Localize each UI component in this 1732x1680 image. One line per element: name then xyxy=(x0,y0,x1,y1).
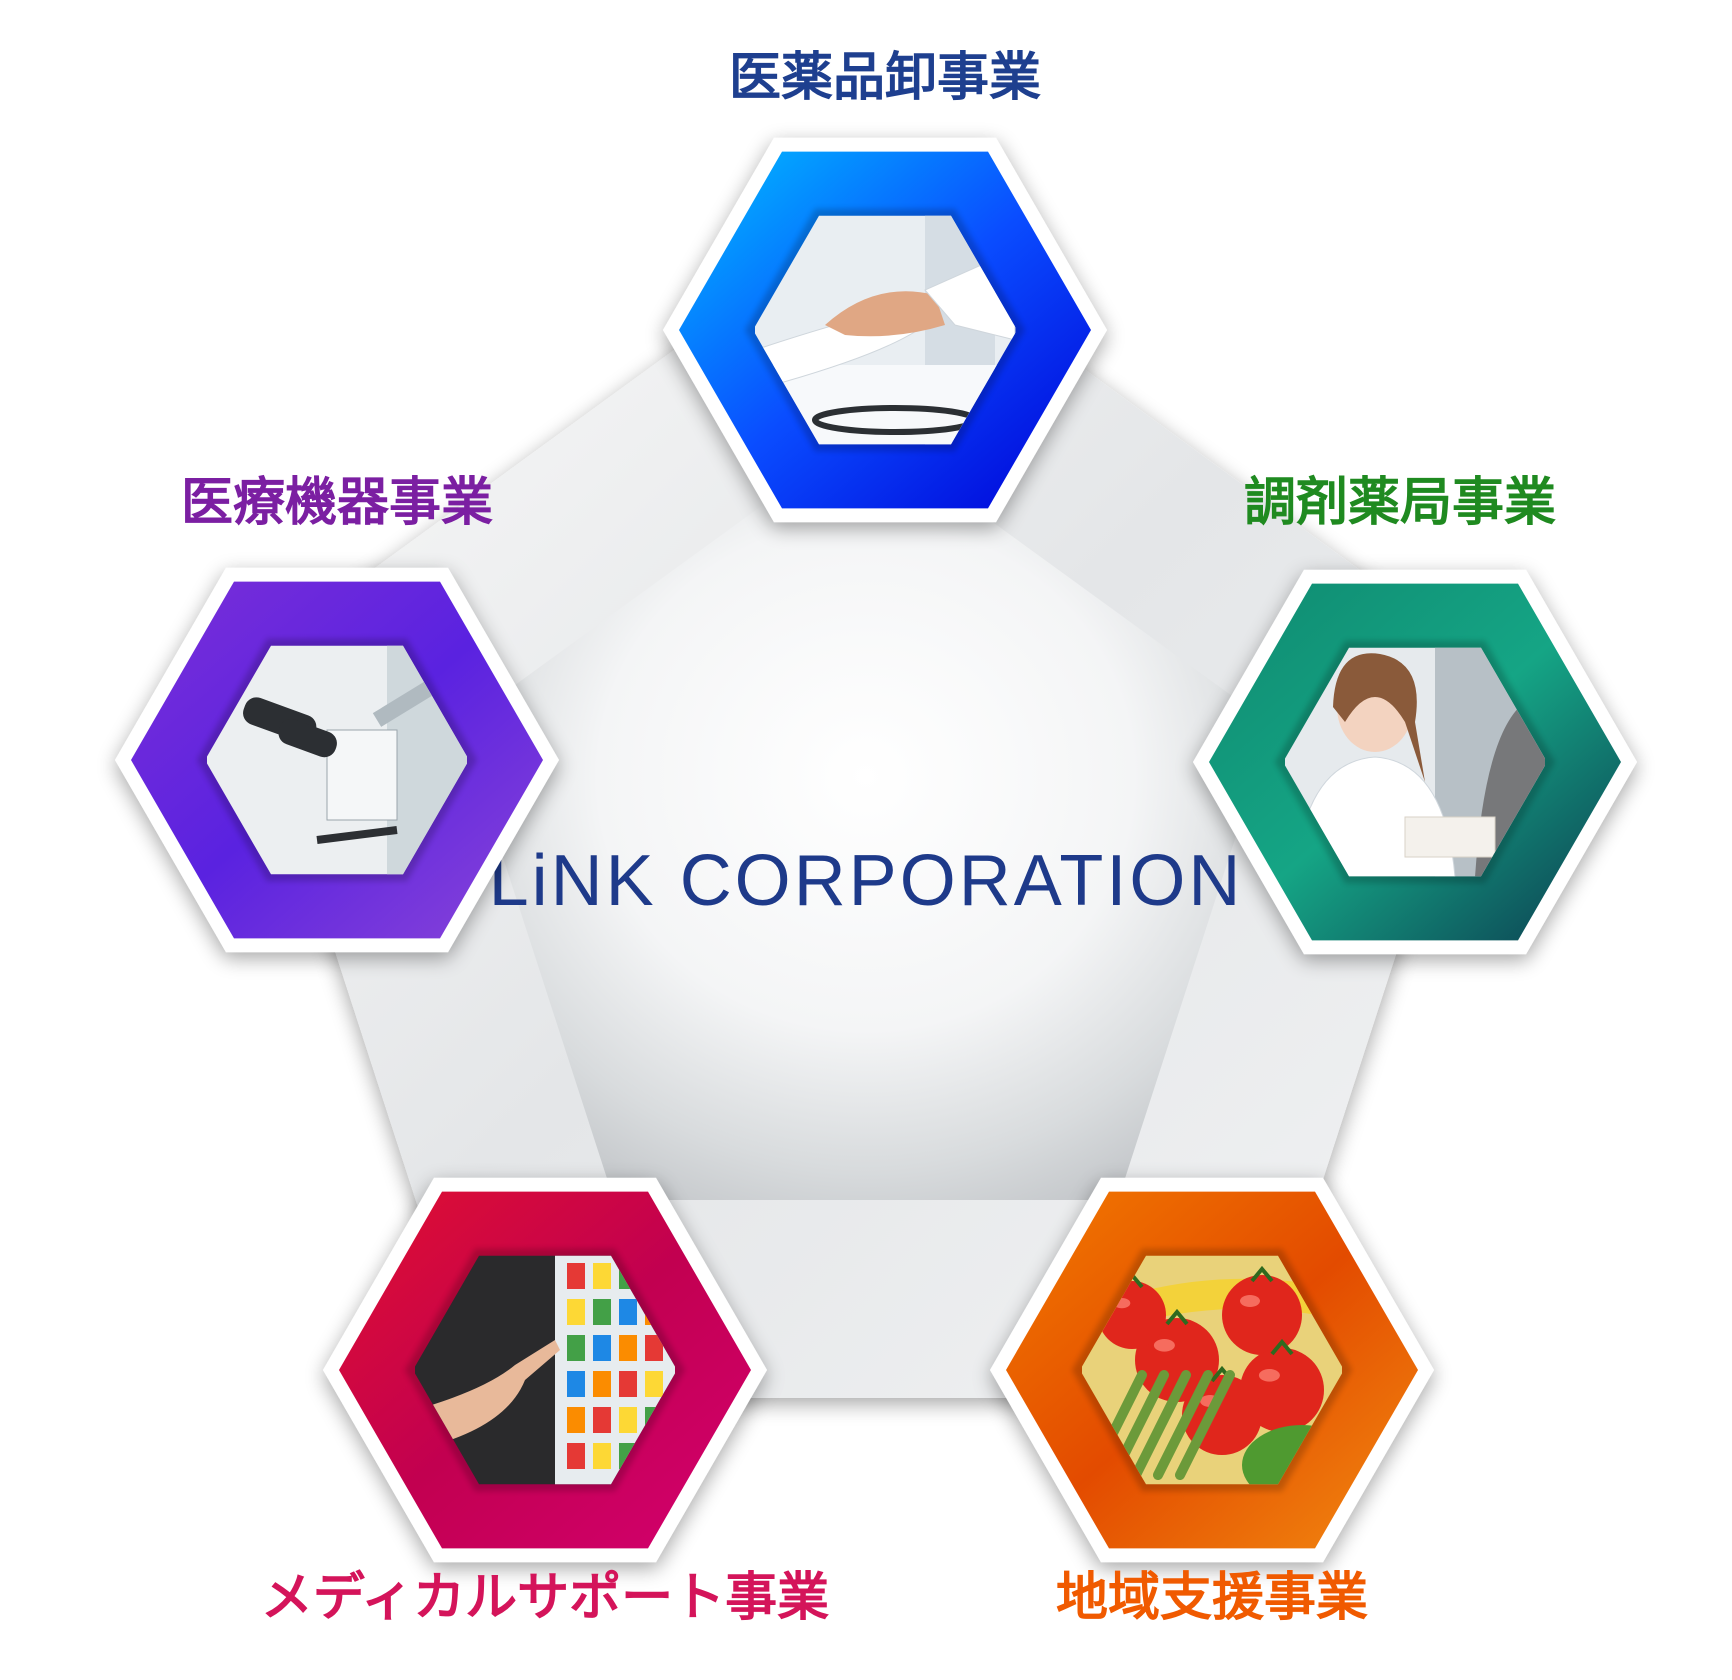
microscope-photo-icon xyxy=(207,645,469,875)
center-title: LiNK CORPORATION xyxy=(489,841,1244,921)
inner-pentagon xyxy=(460,430,1272,1200)
segment-label-medical-devices[interactable]: 医療機器事業 xyxy=(181,473,493,533)
segment-pharma-wholesale[interactable]: 医薬品卸事業 xyxy=(663,48,1107,523)
segment-label-pharma-wholesale[interactable]: 医薬品卸事業 xyxy=(729,48,1041,108)
segment-medical-devices[interactable]: 医療機器事業 xyxy=(115,473,559,953)
segment-regional-support[interactable]: 地域支援事業 xyxy=(990,1177,1434,1628)
segment-label-medical-support[interactable]: メディカルサポート事業 xyxy=(261,1568,829,1628)
segment-label-dispensing-pharmacy[interactable]: 調剤薬局事業 xyxy=(1244,473,1556,533)
vending-machine-photo-icon xyxy=(415,1255,675,1485)
segment-dispensing-pharmacy[interactable]: 調剤薬局事業 xyxy=(1193,473,1637,955)
segment-label-regional-support[interactable]: 地域支援事業 xyxy=(1056,1568,1368,1628)
segment-medical-support[interactable]: メディカルサポート事業 xyxy=(261,1177,829,1628)
